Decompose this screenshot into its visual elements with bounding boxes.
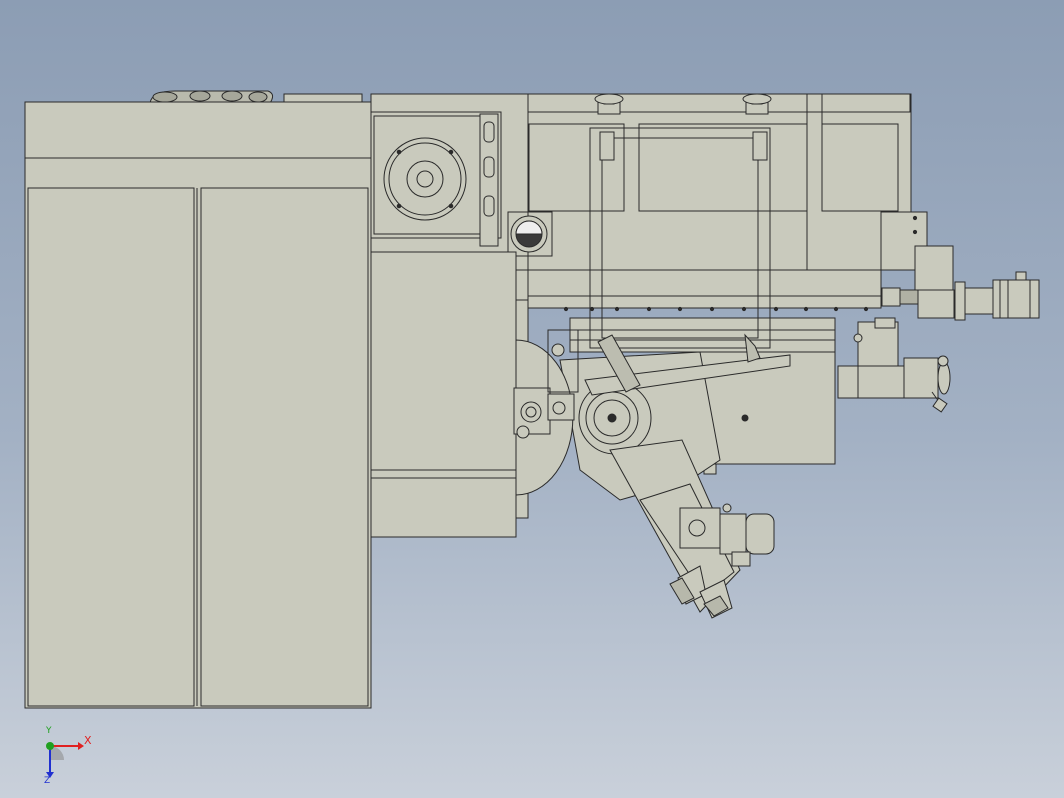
z-axis-label: Z bbox=[44, 776, 51, 786]
auxiliary-motor bbox=[837, 317, 951, 413]
descending-arm bbox=[609, 439, 741, 619]
machine-model bbox=[24, 90, 1040, 709]
spindle-plate bbox=[370, 111, 502, 247]
round-inspection-port bbox=[507, 211, 553, 257]
triad-icon bbox=[46, 742, 84, 778]
x-axis-label: X bbox=[84, 734, 92, 747]
hanging-frame bbox=[589, 127, 771, 349]
top-frame bbox=[283, 93, 363, 103]
left-clamp bbox=[513, 329, 579, 496]
arm-drive-motor bbox=[679, 503, 775, 567]
y-axis-origin bbox=[46, 742, 54, 750]
linear-rail bbox=[527, 269, 882, 353]
y-axis-label: Y bbox=[46, 726, 52, 736]
right-servo-motor bbox=[881, 271, 1040, 321]
cable-chain bbox=[149, 90, 274, 104]
lower-housing bbox=[370, 251, 529, 538]
coordinate-triad: X Y Z bbox=[38, 726, 98, 786]
right-end-block bbox=[880, 211, 955, 319]
top-mount-knobs bbox=[594, 93, 772, 115]
left-cabinet bbox=[24, 101, 372, 709]
